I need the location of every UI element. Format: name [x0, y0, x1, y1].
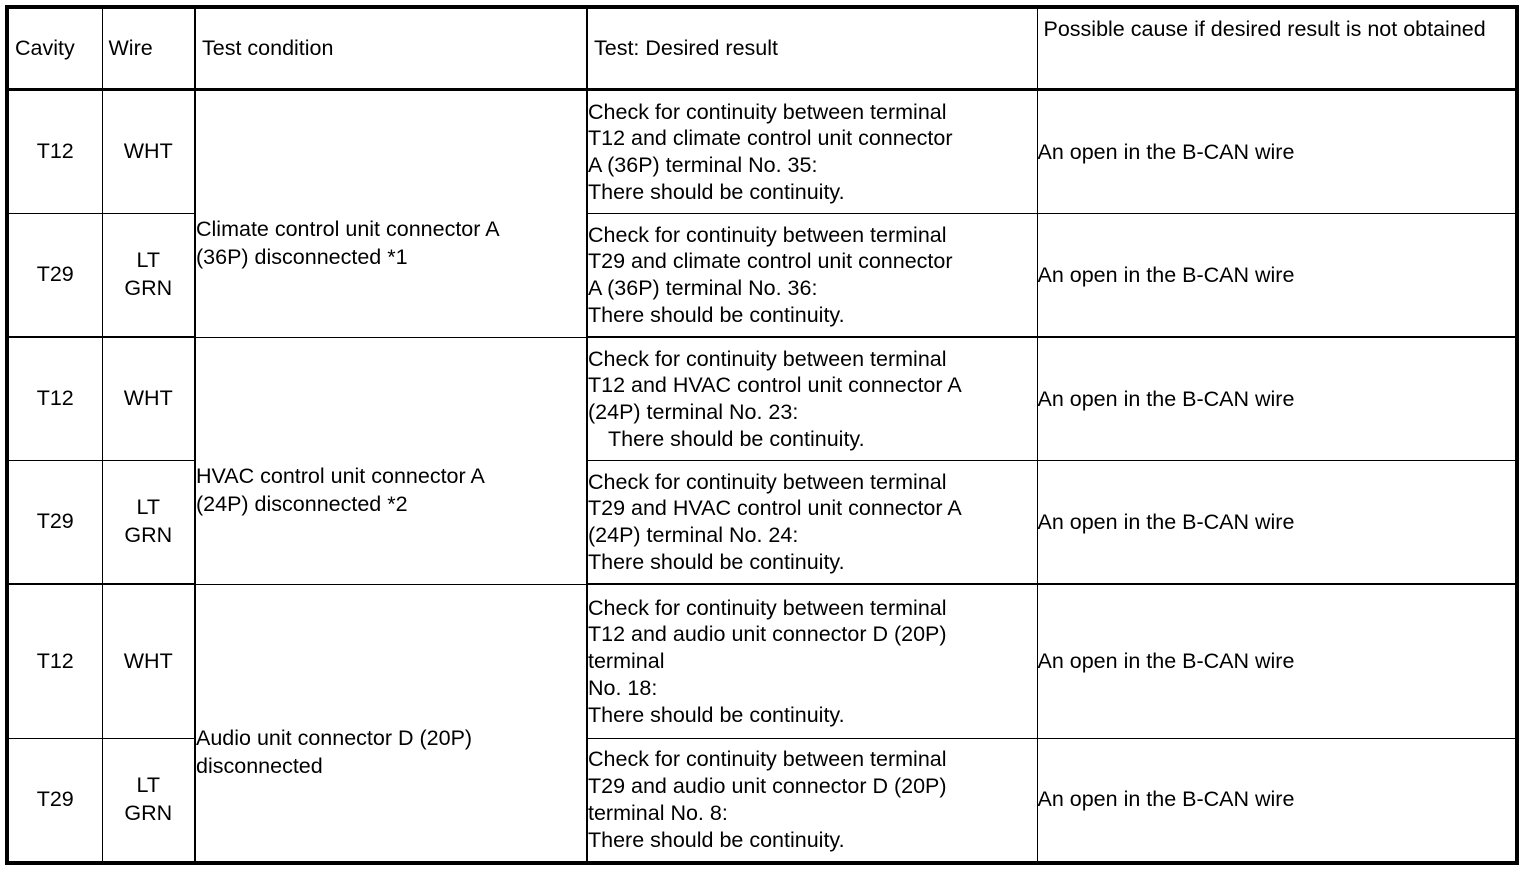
cell-wire: LT GRN — [101, 213, 196, 339]
circuit-test-table: Cavity Wire Test condition Test: Desired… — [5, 5, 1519, 865]
wire-line: GRN — [124, 800, 173, 825]
cell-possible-cause: An open in the B-CAN wire — [1036, 583, 1518, 739]
table-row: T12 WHT Audio unit connector D (20P) discon… — [6, 583, 1518, 864]
wire-line: WHT — [123, 139, 173, 164]
test-result-line: There should be continuity. — [608, 426, 865, 451]
wire-line: GRN — [124, 276, 173, 301]
test-result-line: Check for continuity between terminal — [588, 469, 947, 494]
test-result-line: There should be continuity. — [588, 827, 845, 852]
test-result-line: T12 and climate control unit connector — [588, 126, 953, 151]
test-result-line: T29 and audio unit connector D (20P) — [588, 774, 947, 799]
test-result-line: Check for continuity between terminal — [588, 222, 947, 247]
test-result-line: No. 18: — [588, 675, 658, 700]
cell-cavity: T29 — [6, 737, 103, 864]
cell-cavity: T29 — [6, 213, 103, 339]
wire-line: LT — [136, 248, 161, 273]
test-condition-line: HVAC control unit connector A — [196, 463, 485, 488]
test-result-line: There should be continuity. — [588, 302, 845, 327]
cell-wire: LT GRN — [101, 737, 196, 864]
header-wire: Wire — [101, 6, 196, 91]
test-condition-text: Climate control unit connector A (36P) di… — [196, 216, 586, 272]
test-result-line: T12 and audio unit connector D (20P) — [588, 622, 947, 647]
test-result-line: Check for continuity between terminal — [588, 99, 947, 124]
wire-line: LT — [136, 772, 161, 797]
cell-test-condition: Climate control unit connector A (36P) di… — [194, 89, 588, 338]
table-row: T12 WHT Climate control unit connector A (3… — [6, 88, 1518, 338]
table-row: T29 LT GRN Check for continuity between ter… — [6, 460, 1518, 586]
test-result-line: Check for continuity between terminal — [588, 747, 947, 772]
table-row: T29 LT GRN Check for continuity between ter… — [6, 737, 1518, 864]
test-result-line: T29 and climate control unit connector — [588, 249, 953, 274]
header-cavity: Cavity — [6, 6, 103, 91]
cell-possible-cause: An open in the B-CAN wire — [1036, 88, 1518, 215]
cell-cavity: T12 — [6, 336, 103, 462]
test-condition-line: (24P) disconnected *2 — [196, 491, 408, 516]
test-condition-text: HVAC control unit connector A (24P) disco… — [196, 463, 586, 519]
header-test-desired-result: Test: Desired result — [586, 6, 1038, 91]
cell-possible-cause: An open in the B-CAN wire — [1036, 737, 1518, 864]
wire-line: WHT — [123, 386, 173, 411]
test-result-line: Check for continuity between terminal — [588, 595, 947, 620]
cell-possible-cause: An open in the B-CAN wire — [1036, 460, 1518, 586]
test-result-line: T29 and HVAC control unit connector A — [588, 496, 962, 521]
cell-wire: LT GRN — [101, 460, 196, 586]
test-result-line: A (36P) terminal No. 35: — [588, 153, 818, 178]
test-result-line: There should be continuity. — [588, 179, 845, 204]
test-result-line: terminal — [588, 649, 665, 674]
test-result-line: There should be continuity. — [588, 702, 845, 727]
wire-line: WHT — [123, 648, 173, 673]
header-test-condition: Test condition — [194, 6, 588, 91]
cell-wire: WHT — [101, 583, 196, 739]
test-result-line: T12 and HVAC control unit connector A — [588, 373, 962, 398]
cell-wire: WHT — [101, 88, 196, 215]
header-possible-cause: Possible cause if desired result is not … — [1036, 6, 1518, 91]
test-result-line: A (36P) terminal No. 36: — [588, 276, 818, 301]
table-row: T12 WHT HVAC control unit connector A (24P)… — [6, 336, 1518, 585]
test-condition-line: Climate control unit connector A — [196, 216, 500, 241]
test-condition-line: (36P) disconnected *1 — [196, 244, 408, 269]
cell-possible-cause: An open in the B-CAN wire — [1036, 213, 1518, 339]
test-result-line: (24P) terminal No. 24: — [588, 523, 799, 548]
test-condition-line: disconnected — [196, 753, 323, 778]
table-header-row: Cavity Wire Test condition Test: Desired… — [6, 6, 1518, 91]
cell-cavity: T29 — [6, 460, 103, 586]
cell-test-condition: Audio unit connector D (20P) disconnected — [194, 583, 588, 864]
test-condition-line: Audio unit connector D (20P) — [196, 725, 473, 750]
cell-cavity: T12 — [6, 583, 103, 739]
table-row: T29 LT GRN Check for continuity between ter… — [6, 213, 1518, 339]
cell-cavity: T12 — [6, 88, 103, 215]
cell-wire: WHT — [101, 336, 196, 462]
cell-test-condition: HVAC control unit connector A (24P) disco… — [194, 336, 588, 585]
test-result-line: There should be continuity. — [588, 549, 845, 574]
test-condition-text: Audio unit connector D (20P) disconnected — [196, 725, 586, 781]
cell-possible-cause: An open in the B-CAN wire — [1036, 336, 1518, 462]
test-result-line: Check for continuity between terminal — [588, 346, 947, 371]
wire-line: LT — [136, 495, 161, 520]
test-result-line: (24P) terminal No. 23: — [588, 400, 799, 425]
wire-line: GRN — [124, 523, 173, 548]
test-result-line: terminal No. 8: — [588, 800, 728, 825]
